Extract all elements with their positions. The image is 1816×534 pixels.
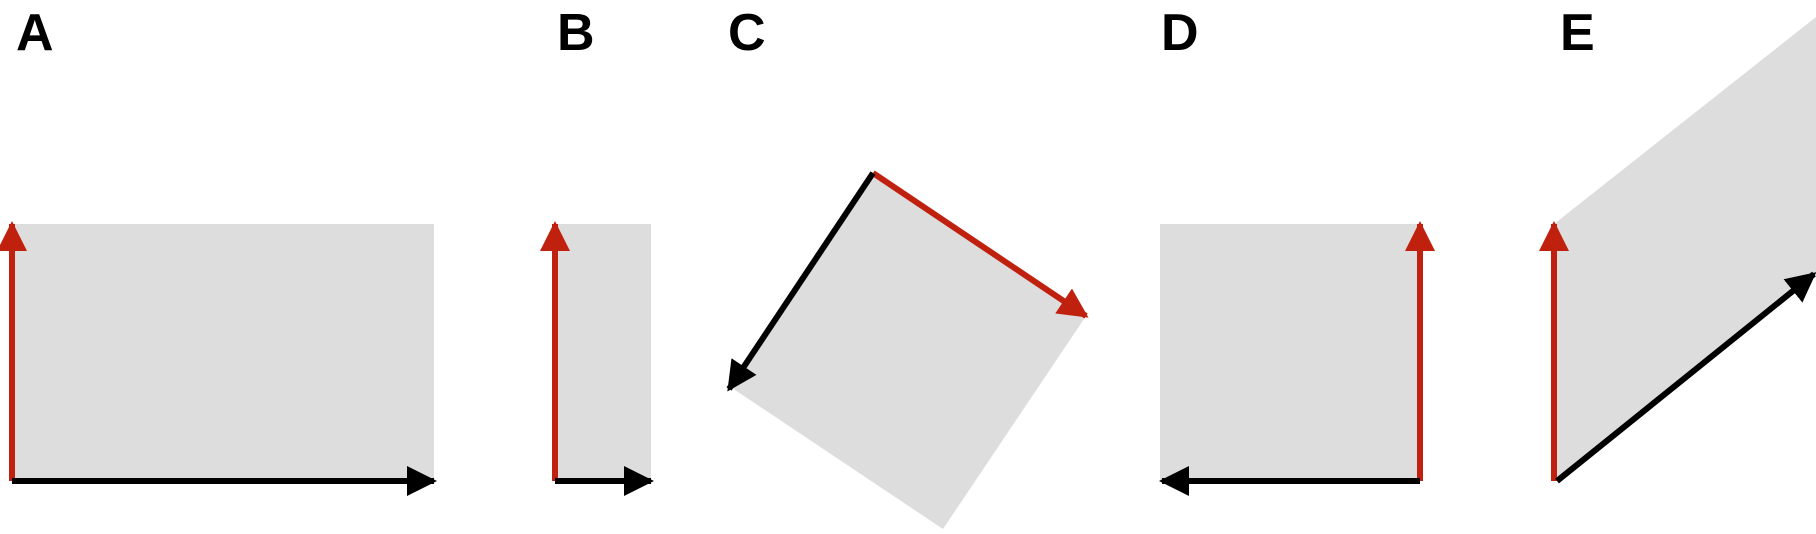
panel-c: C <box>726 4 1089 529</box>
panel-label-d: D <box>1161 4 1199 62</box>
panel-label-e: E <box>1560 4 1595 62</box>
panel-e-black-arrow <box>1555 271 1816 484</box>
panel-e: E <box>1539 4 1816 484</box>
panel-a: A <box>0 4 437 496</box>
panel-a-shape <box>12 224 434 481</box>
panel-d: D <box>1159 4 1435 496</box>
panel-e-shape <box>1554 17 1816 481</box>
panel-c-black-arrow <box>726 171 876 392</box>
panel-label-b: B <box>557 4 595 62</box>
panel-c-red-arrow <box>871 170 1089 319</box>
panel-d-shape <box>1160 224 1420 481</box>
panel-c-shape <box>729 173 1086 529</box>
panel-b-shape <box>555 224 651 481</box>
panel-b: B <box>540 4 654 496</box>
panel-label-c: C <box>728 4 766 62</box>
panel-label-a: A <box>16 4 54 62</box>
